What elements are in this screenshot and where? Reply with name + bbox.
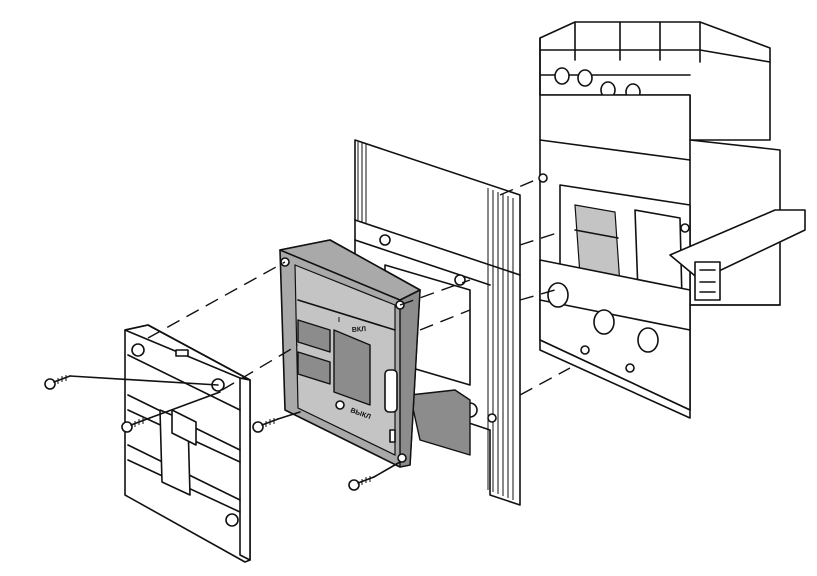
bottom-terminal-holes [547, 282, 659, 353]
screw-1 [44, 375, 71, 390]
screw-3 [252, 418, 279, 433]
circuit-breaker [538, 21, 806, 419]
screw-4 [348, 476, 375, 491]
front-cover [124, 324, 251, 563]
screws [44, 375, 375, 491]
screw-2 [121, 418, 148, 433]
handle-mechanism: I ВКЛ ВЫКЛ [279, 239, 471, 468]
on-mark-label: I [338, 317, 340, 324]
assembly-guide-lines [69, 177, 571, 478]
on-label: ВКЛ [352, 326, 367, 334]
mounting-frame [354, 139, 521, 506]
